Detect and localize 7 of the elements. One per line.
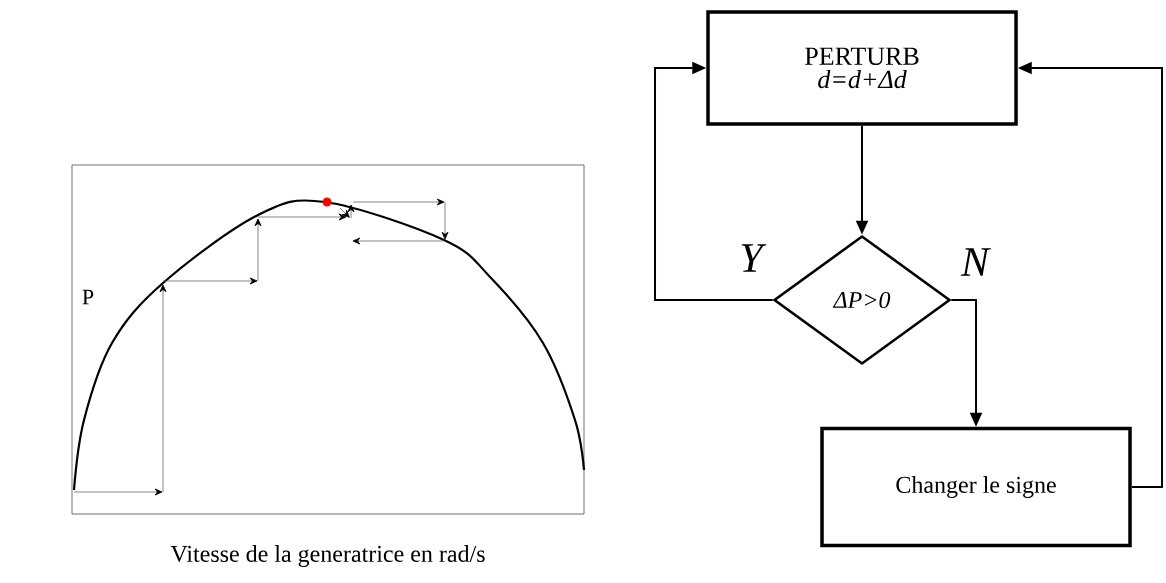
axis-label: Vitesse de la generatrice en rad/s bbox=[170, 545, 485, 567]
arrow bbox=[654, 61, 774, 301]
edge-label: N bbox=[960, 247, 991, 277]
process-box: Changer le signe bbox=[820, 426, 1132, 548]
edge-label: Y bbox=[738, 243, 767, 273]
axis-label: P bbox=[82, 289, 94, 305]
process-box: PERTURB d=d+Δd bbox=[706, 10, 1018, 126]
